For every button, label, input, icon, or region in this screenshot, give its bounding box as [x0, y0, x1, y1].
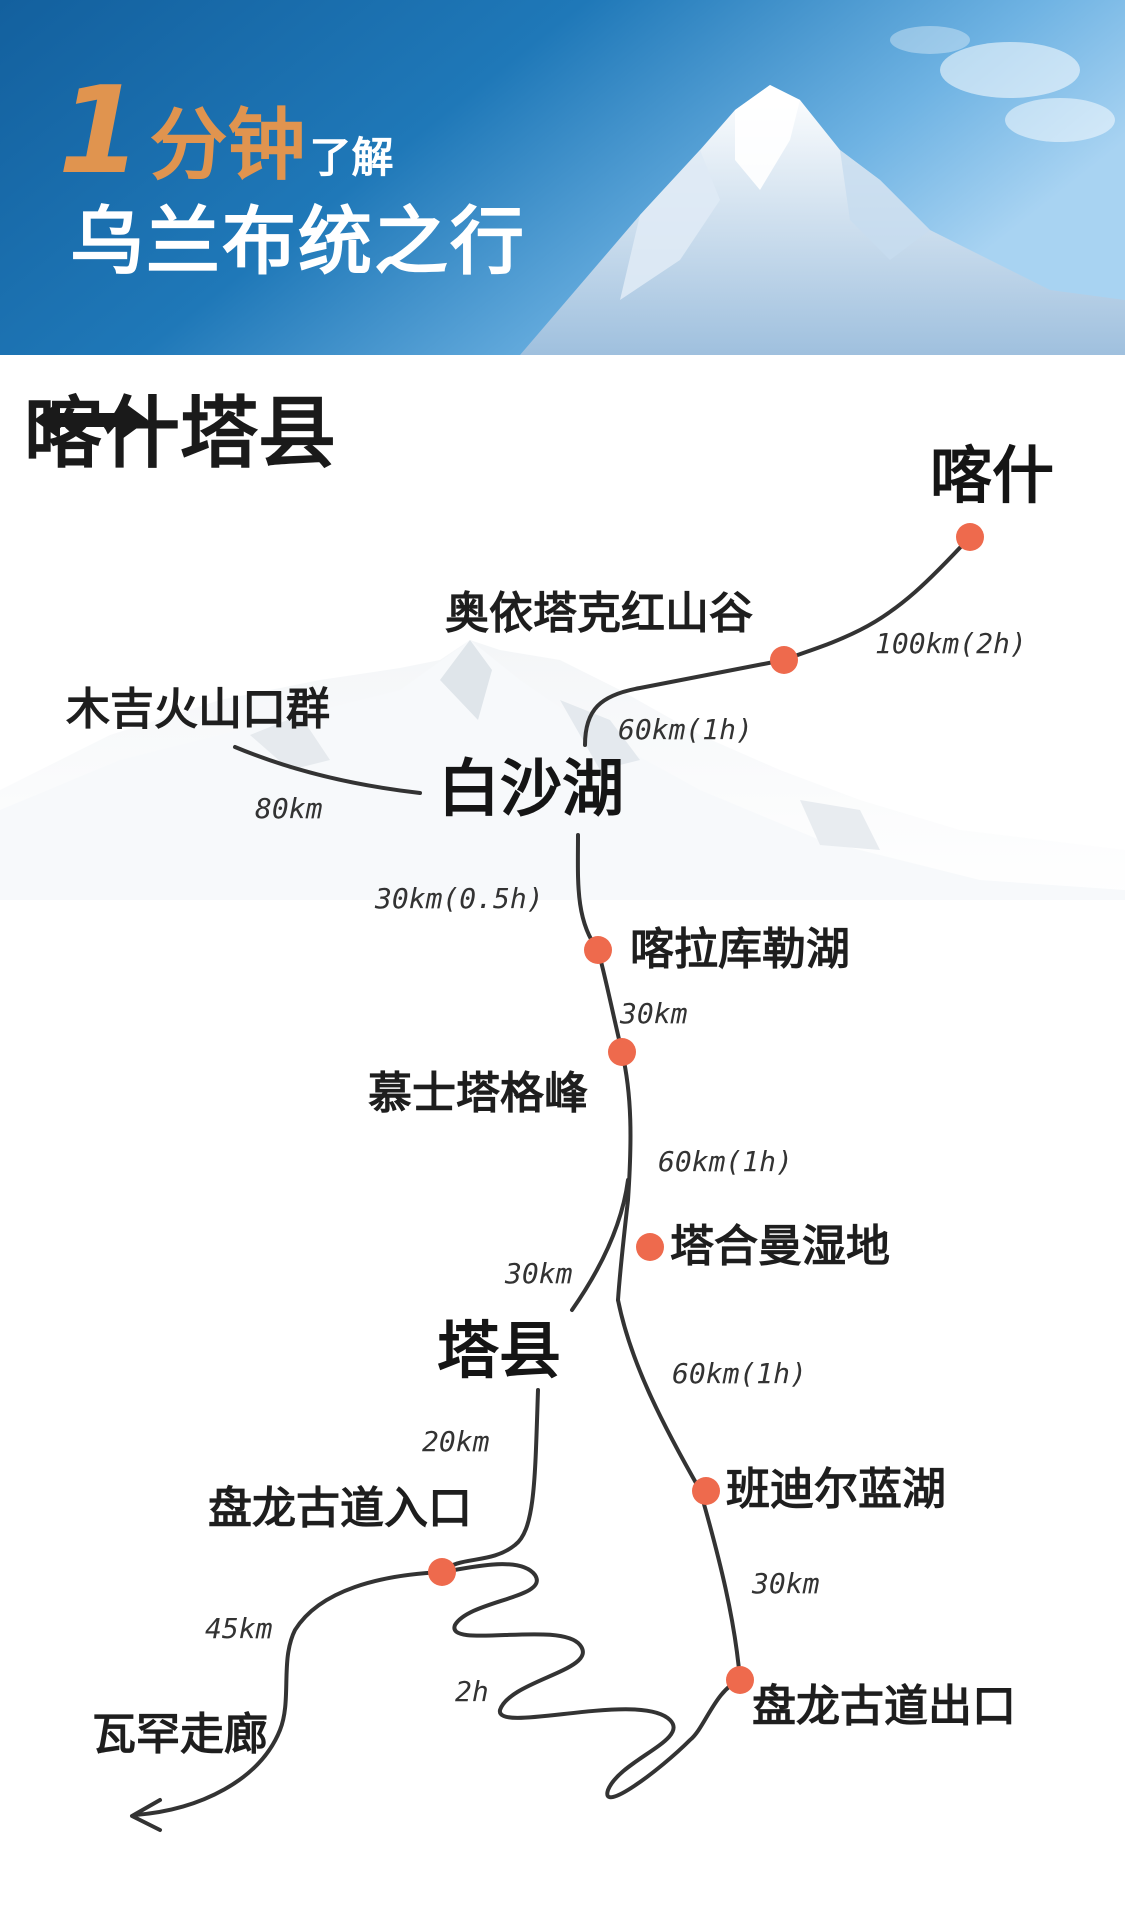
route-from: 喀什 [24, 389, 181, 479]
distance-taxian-panlong: 20km [422, 1425, 490, 1458]
road-taxian-panlong [440, 1388, 540, 1574]
distance-banji-out: 30km [752, 1567, 820, 1600]
dot-panlong-in [428, 1558, 456, 1586]
road-wahan-arrow [130, 1798, 162, 1832]
road-aoyi-baisha [583, 658, 786, 747]
distance-kala-muztag: 30km [620, 997, 688, 1030]
distance-baisha-kala: 30km(0.5h) [375, 882, 544, 915]
distance-panlong-wahan: 45km [205, 1612, 273, 1645]
label-aoyi: 奥依塔克红山谷 [445, 588, 753, 639]
distance-muztag-taheman: 60km(1h) [658, 1145, 793, 1178]
label-kashi: 喀什 [930, 439, 1055, 512]
label-baisha: 白沙湖 [438, 752, 625, 825]
header-subtitle: 乌兰布统之行 [70, 199, 526, 285]
header-mountain [520, 26, 1125, 355]
road-taheman-banji [616, 1298, 702, 1492]
dot-kala [584, 936, 612, 964]
label-muztag: 慕士塔格峰 [368, 1068, 588, 1119]
route-title: 喀什塔县 [24, 395, 336, 473]
header-small-text: 了解 [309, 133, 394, 182]
label-banji: 班迪尔蓝湖 [726, 1464, 946, 1515]
distance-kashi-aoyi: 100km(2h) [875, 627, 1027, 660]
label-panlong-out: 盘龙古道出口 [752, 1681, 1016, 1732]
label-taxian: 塔县 [437, 1314, 562, 1387]
header-number: 1 [58, 62, 142, 201]
double-arrow-icon [34, 401, 148, 439]
label-muji: 木吉火山口群 [66, 684, 330, 735]
label-panlong-in: 盘龙古道入口 [208, 1483, 472, 1534]
distance-panlong-loop: 2h [455, 1675, 489, 1708]
route-to: 塔县 [180, 389, 337, 479]
location-dots [428, 523, 984, 1694]
dot-banji [692, 1477, 720, 1505]
road-panlong-loop [440, 1562, 742, 1800]
road-kashi-aoyi [782, 535, 972, 662]
dot-muztag [608, 1038, 636, 1066]
header-big-text: 分钟 [149, 101, 306, 191]
dot-panlong-out [726, 1666, 754, 1694]
distance-taheman-banji: 60km(1h) [672, 1357, 807, 1390]
dot-taheman [636, 1233, 664, 1261]
label-taheman: 塔合曼湿地 [670, 1221, 890, 1272]
road-banji-out [698, 1488, 742, 1682]
road-taheman-taxian [570, 1178, 630, 1312]
distance-muji-baisha: 80km [255, 792, 323, 825]
road-panlong-wahan [133, 1570, 444, 1817]
dot-aoyi [770, 646, 798, 674]
label-wahan: 瓦罕走廊 [92, 1709, 268, 1760]
dot-kashi [956, 523, 984, 551]
snow-mountain-background [0, 640, 1125, 900]
distance-taheman-taxian: 30km [505, 1257, 573, 1290]
road-muji-baisha [233, 745, 422, 795]
label-kala: 喀拉库勒湖 [630, 924, 850, 975]
distance-aoyi-baisha: 60km(1h) [618, 713, 753, 746]
